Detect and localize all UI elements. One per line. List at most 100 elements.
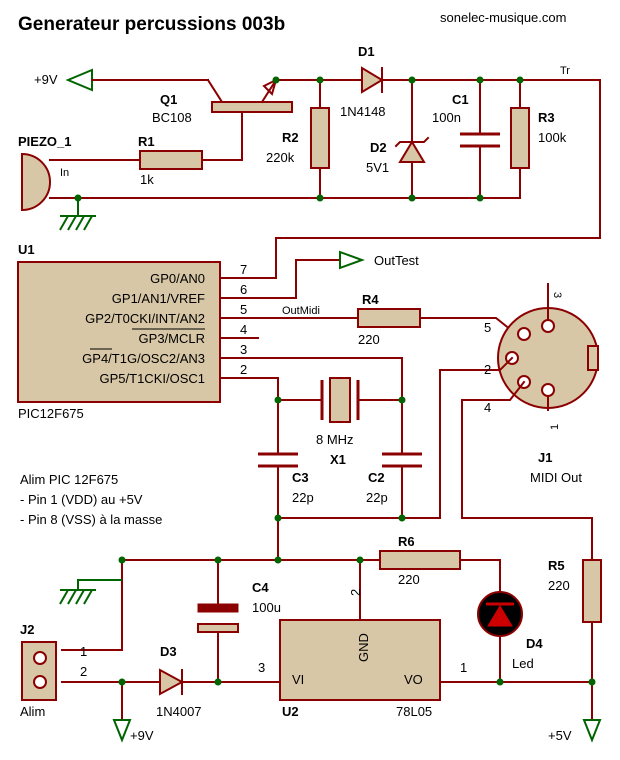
u1-pin-num: 4 <box>240 322 247 337</box>
capacitor-c3: C3 22p <box>258 399 314 561</box>
crystal-x1: 8 MHz X1 <box>277 377 403 467</box>
d3-ref: D3 <box>160 644 177 659</box>
u1-pin-name: GP2/T0CKI/INT/AN2 <box>85 311 205 326</box>
r4-value: 220 <box>358 332 380 347</box>
resistor-r4: R4 220 <box>357 292 421 347</box>
u2-pin-vi: VI <box>292 672 304 687</box>
site-label: sonelec-musique.com <box>440 10 566 25</box>
j1-pin: 5 <box>484 320 491 335</box>
r6-ref: R6 <box>398 534 415 549</box>
wire <box>61 559 123 651</box>
j2-ref: J2 <box>20 622 34 637</box>
q1-ref: Q1 <box>160 92 177 107</box>
u2-ref: U2 <box>282 704 299 719</box>
note-line: - Pin 8 (VSS) à la masse <box>20 512 162 527</box>
u1-pin-num: 7 <box>240 262 247 277</box>
zener-d2: D2 5V1 <box>366 79 430 199</box>
j2-value: Alim <box>20 704 45 719</box>
outmidi-net-label: OutMidi <box>282 305 320 317</box>
schematic-title: Generateur percussions 003b <box>18 14 285 35</box>
power-connector-j2: J2 Alim 1 2 <box>20 622 87 719</box>
wire <box>439 369 501 519</box>
diode-d3: D3 1N4007 <box>156 644 202 719</box>
j1-value: MIDI Out <box>530 470 582 485</box>
u2-value: 78L05 <box>396 704 432 719</box>
wire <box>257 259 341 299</box>
x1-value: 8 MHz <box>316 432 354 447</box>
resistor-r3: R3 100k <box>510 79 567 199</box>
j1-pin: 1 <box>549 424 561 430</box>
diode-d1: D1 1N4148 <box>340 44 386 119</box>
u2-pin-vo: VO <box>404 672 423 687</box>
u2-pin-num: 3 <box>258 660 265 675</box>
wire <box>459 559 501 595</box>
c1-value: 100n <box>432 110 461 125</box>
wire <box>419 317 518 336</box>
led-d4: D4 Led <box>477 591 543 681</box>
ground-symbol-bottom <box>59 579 122 605</box>
power-notes: Alim PIC 12F675 - Pin 1 (VDD) au +5V - P… <box>20 472 162 527</box>
r2-value: 220k <box>266 150 295 165</box>
u1-pin-num: 5 <box>240 302 247 317</box>
pic-u1: U1 PIC12F675 GP0/AN0 GP1/AN1/VREF GP2/T0… <box>17 242 259 421</box>
u1-pin-num: 2 <box>240 362 247 377</box>
j2-pin: 2 <box>80 664 87 679</box>
d4-ref: D4 <box>526 636 543 651</box>
r4-ref: R4 <box>362 292 379 307</box>
piezo-ref: PIEZO_1 <box>18 134 71 149</box>
resistor-r6: R6 220 <box>379 534 461 587</box>
r5-value: 220 <box>548 578 570 593</box>
u2-pin-num: 2 <box>348 589 363 596</box>
q1-value: BC108 <box>152 110 192 125</box>
plus9v-bottom-terminal: +9V <box>112 681 154 743</box>
r2-ref: R2 <box>282 130 299 145</box>
note-line: - Pin 1 (VDD) au +5V <box>20 492 143 507</box>
junctions-top <box>74 76 524 202</box>
j1-pin: 3 <box>551 292 563 298</box>
wire <box>257 79 601 279</box>
wire <box>498 356 514 372</box>
u1-pin-num: 3 <box>240 342 247 357</box>
plus9v-top-terminal: +9V <box>34 68 93 92</box>
wire <box>257 377 279 401</box>
d2-ref: D2 <box>370 140 387 155</box>
plus9v-bottom-label: +9V <box>130 728 154 743</box>
outtest-terminal: OutTest <box>339 250 419 270</box>
wire <box>206 78 224 104</box>
r6-value: 220 <box>398 572 420 587</box>
c4-value: 100u <box>252 600 281 615</box>
c3-value: 22p <box>292 490 314 505</box>
capacitor-c4: C4 100u <box>197 559 281 681</box>
u1-pin-num: 6 <box>240 282 247 297</box>
d1-value: 1N4148 <box>340 104 386 119</box>
resistor-r2: R2 220k <box>266 79 330 199</box>
x1-ref: X1 <box>330 452 346 467</box>
resistor-r1: R1 1k <box>138 134 203 187</box>
c3-ref: C3 <box>292 470 309 485</box>
u1-ref: U1 <box>18 242 35 257</box>
piezo-pin-label: In <box>60 167 69 179</box>
capacitor-c2: C2 22p <box>366 399 422 519</box>
d3-value: 1N4007 <box>156 704 202 719</box>
u1-pin-name: GP5/T1CKI/OSC1 <box>100 371 205 386</box>
plus9v-top-label: +9V <box>34 72 58 87</box>
wire <box>257 357 403 401</box>
regulator-u2: VI VO GND 3 1 2 U2 78L05 <box>258 559 467 719</box>
r5-ref: R5 <box>548 558 565 573</box>
r1-ref: R1 <box>138 134 155 149</box>
piezo-sensor: PIEZO_1 In <box>18 134 71 212</box>
resistor-r5: R5 220 <box>548 558 602 721</box>
midi-connector-j1: 5 2 4 3 1 J1 MIDI Out <box>484 283 599 485</box>
r3-ref: R3 <box>538 110 555 125</box>
c1-ref: C1 <box>452 92 469 107</box>
c2-ref: C2 <box>368 470 385 485</box>
c4-ref: C4 <box>252 580 269 595</box>
u1-pin-name: GP4/T1G/OSC2/AN3 <box>82 351 205 366</box>
transistor-q1: Q1 BC108 <box>152 78 293 156</box>
note-line: Alim PIC 12F675 <box>20 472 118 487</box>
j1-ref: J1 <box>538 450 552 465</box>
r3-value: 100k <box>538 130 567 145</box>
junctions-bottom <box>118 396 596 686</box>
